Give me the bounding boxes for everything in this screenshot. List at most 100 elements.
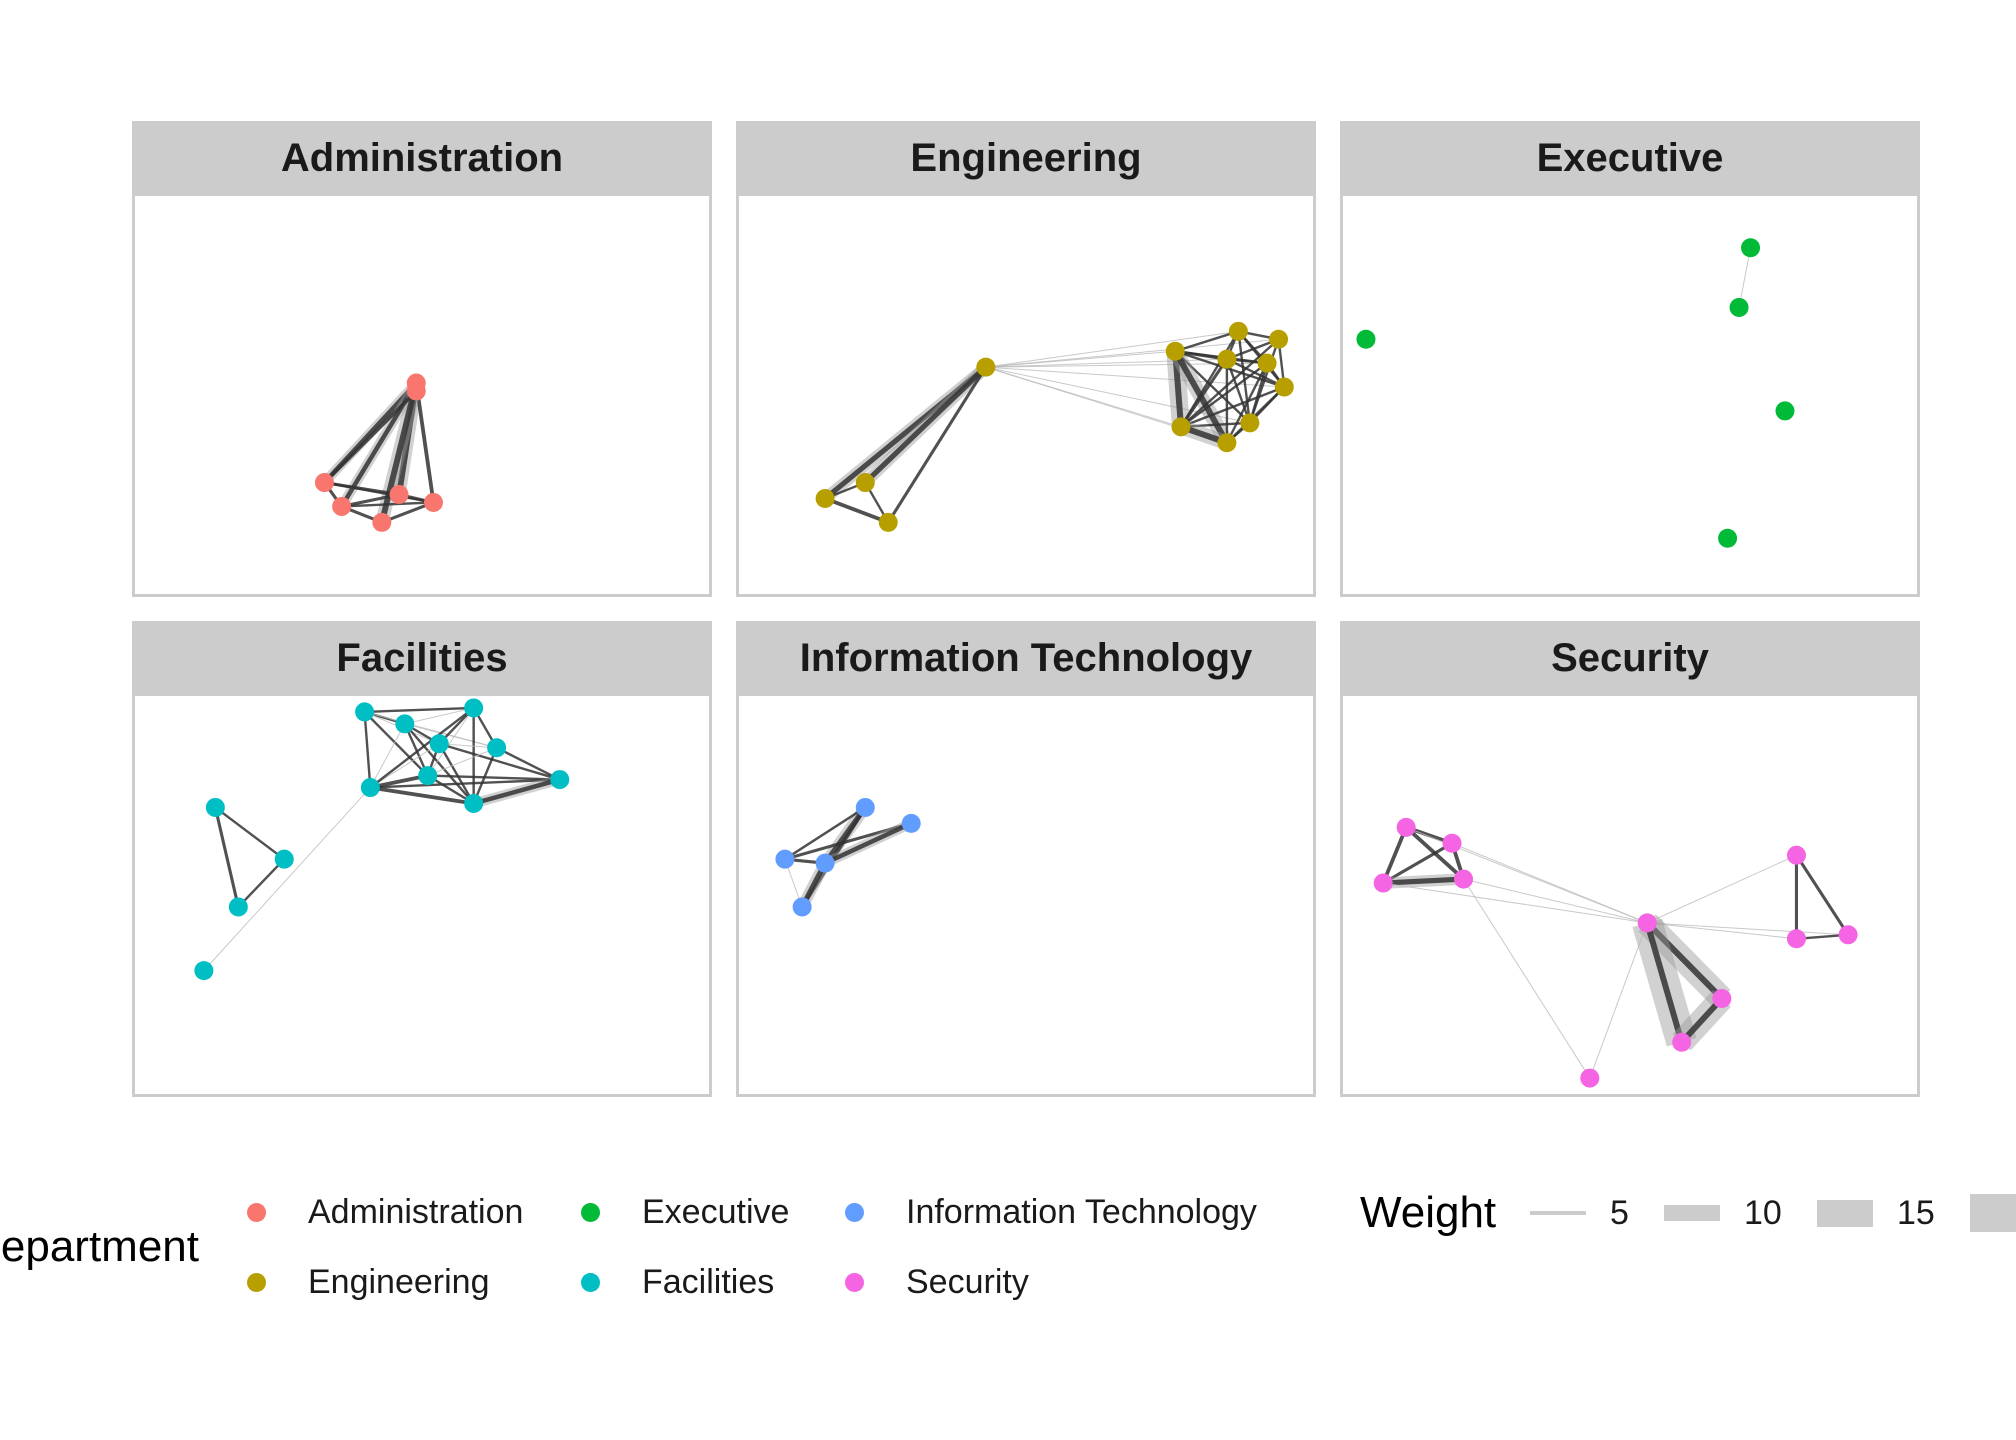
edge-facilities (403, 723, 475, 805)
node-facilities-1 (395, 714, 415, 734)
node-engineering-5 (1228, 321, 1248, 341)
edge-engineering (824, 496, 889, 525)
node-administration-6 (372, 512, 392, 532)
node-executive-0 (1741, 238, 1761, 258)
facet-title-administration: Administration (132, 121, 712, 196)
edge-facilities (370, 785, 474, 806)
weight-key-15: 15 (1817, 1187, 1935, 1239)
node-engineering-7 (1217, 349, 1237, 369)
legend-dot-facilities (580, 1272, 600, 1292)
legend-department-title: Department (0, 1222, 199, 1271)
edge-security (1679, 996, 1725, 1045)
node-facilities-3 (429, 734, 449, 754)
node-facilities-8 (550, 770, 570, 790)
legend-dot-information-technology (844, 1202, 864, 1222)
node-executive-2 (1356, 329, 1376, 349)
edge-security (1647, 922, 1797, 940)
legend-dot-engineering (246, 1272, 266, 1292)
edge-facilities (472, 747, 498, 804)
edge-facilities (438, 743, 475, 805)
edge-engineering (1180, 362, 1268, 428)
legend-item-administration: Administration (230, 1186, 523, 1238)
weight-bar-15 (1817, 1199, 1873, 1227)
edge-administration (414, 382, 436, 503)
node-information-technology-1 (901, 813, 921, 833)
edge-engineering (985, 330, 1239, 368)
facet-title-security: Security (1340, 621, 1920, 696)
edge-facilities (369, 723, 406, 788)
node-facilities-6 (418, 766, 438, 786)
node-security-5 (1786, 845, 1806, 865)
legend-label: Facilities (642, 1262, 775, 1301)
edge-facilities (370, 743, 440, 788)
legend-label: Engineering (308, 1262, 490, 1301)
legend-dot-security (844, 1272, 864, 1292)
edge-information-technology (824, 821, 913, 866)
edge-facilities (404, 707, 474, 725)
legend-label: Security (906, 1262, 1029, 1301)
node-facilities-4 (487, 738, 507, 758)
legend-item-security: Security (828, 1256, 1029, 1308)
edge-facilities (439, 743, 497, 749)
node-administration-1 (406, 381, 426, 401)
facet-title-facilities: Facilities (132, 621, 712, 696)
edge-engineering (1174, 350, 1285, 389)
node-information-technology-3 (815, 853, 835, 873)
node-engineering-10 (1171, 417, 1191, 437)
node-facilities-10 (274, 849, 294, 869)
legend-label: Executive (642, 1192, 790, 1231)
legend-item-facilities: Facilities (564, 1256, 774, 1308)
node-engineering-0 (976, 357, 996, 377)
node-administration-2 (314, 473, 334, 493)
edge-facilities (214, 806, 285, 861)
edge-facilities (363, 711, 372, 788)
edge-security (1383, 882, 1648, 924)
node-facilities-0 (355, 702, 375, 722)
edge-security (1795, 854, 1850, 936)
legend-item-executive: Executive (564, 1186, 789, 1238)
node-security-10 (1580, 1068, 1600, 1088)
node-facilities-7 (464, 793, 484, 813)
weight-key-20 (1970, 1187, 2016, 1239)
legend-item-engineering: Engineering (230, 1256, 489, 1308)
edge-engineering (1174, 350, 1251, 424)
node-engineering-1 (815, 488, 835, 508)
node-administration-3 (389, 485, 409, 504)
weight-key-10: 10 (1664, 1187, 1782, 1239)
edge-facilities (203, 787, 371, 971)
node-security-4 (1637, 913, 1657, 933)
edge-engineering (886, 366, 988, 524)
edge-facilities (369, 706, 475, 789)
edge-security (1382, 841, 1453, 885)
edge-engineering (1237, 331, 1252, 424)
edge-security (1647, 854, 1797, 924)
edge-executive (1738, 247, 1752, 308)
edge-facilities (364, 706, 474, 714)
node-executive-1 (1729, 297, 1749, 317)
edge-facilities (369, 773, 429, 790)
edge-administration (341, 501, 434, 508)
panel-administration: Administration (132, 121, 712, 597)
facet-title-information-technology: Information Technology (736, 621, 1316, 696)
edge-facilities (438, 742, 561, 781)
edge-facilities (473, 777, 561, 806)
facet-title-engineering: Engineering (736, 121, 1316, 196)
node-security-1 (1442, 833, 1462, 853)
edge-facilities (427, 707, 475, 776)
edge-facilities (427, 747, 497, 777)
weight-label: 15 (1897, 1193, 1935, 1232)
node-executive-4 (1718, 528, 1738, 548)
plot-area-information-technology (736, 696, 1316, 1097)
node-security-3 (1454, 869, 1474, 889)
edge-facilities (213, 807, 240, 908)
edge-security (1589, 922, 1648, 1079)
node-security-9 (1672, 1032, 1692, 1052)
edge-information-technology (784, 821, 912, 861)
weight-bar-20 (1970, 1194, 2016, 1232)
node-administration-4 (332, 496, 352, 516)
node-administration-5 (423, 492, 443, 512)
edge-engineering (823, 365, 988, 501)
node-engineering-9 (1274, 377, 1294, 397)
legend-dot-executive (580, 1202, 600, 1222)
